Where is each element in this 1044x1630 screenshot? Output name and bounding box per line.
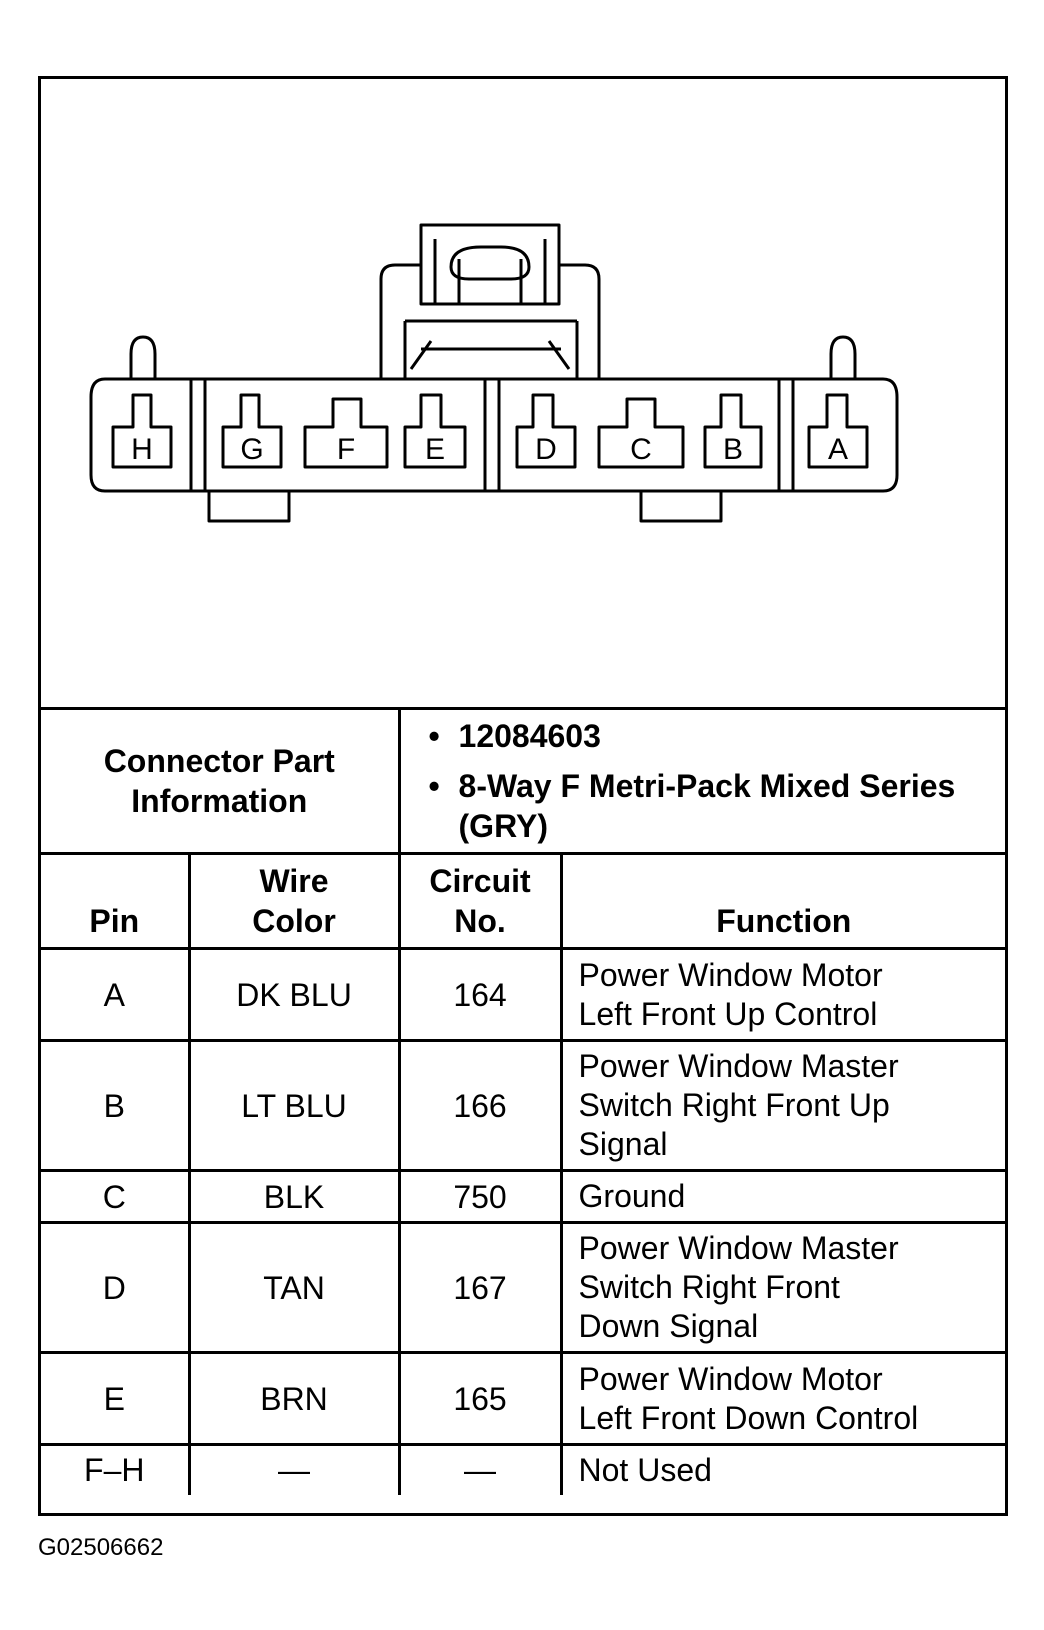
pin-cell: C	[41, 1169, 191, 1224]
function-line: Down Signal	[578, 1308, 759, 1344]
function-line: Switch Right Front	[578, 1269, 840, 1305]
part-info-label-line2: Information	[131, 783, 308, 819]
function-header: Function	[559, 852, 1006, 950]
function-line: Power Window Motor	[578, 1360, 883, 1397]
table-row: E BRN 165 Power Window Motor Left Front …	[41, 1351, 1006, 1446]
circuit-cell: —	[397, 1443, 563, 1495]
part-number: 12084603	[429, 716, 1006, 756]
pin-label-h: H	[131, 433, 153, 466]
wire-color-cell: TAN	[187, 1221, 401, 1354]
pin-label-a: A	[828, 433, 848, 466]
part-info-row: Connector Part Information 12084603 8-Wa…	[41, 710, 1006, 855]
table-row: F–H — — Not Used	[41, 1443, 1006, 1495]
circuit-header: Circuit No.	[397, 852, 563, 950]
function-line: Left Front Down Control	[578, 1399, 919, 1436]
pin-label-d: D	[535, 433, 557, 466]
pin-cell: D	[41, 1221, 191, 1354]
table-row: B LT BLU 166 Power Window Master Switch …	[41, 1039, 1006, 1172]
table-row: C BLK 750 Ground	[41, 1169, 1006, 1224]
function-line: Not Used	[578, 1451, 712, 1488]
part-info-label-line1: Connector Part	[103, 743, 335, 779]
circuit-header-line1: Circuit	[429, 863, 531, 899]
function-cell: Power Window Master Switch Right Front D…	[559, 1221, 1006, 1354]
pin-label-c: C	[630, 433, 652, 466]
pin-label-e: E	[425, 433, 445, 466]
wire-color-cell: DK BLU	[187, 947, 401, 1042]
function-line: Signal	[578, 1126, 668, 1162]
connector-pinout-table: Connector Part Information 12084603 8-Wa…	[41, 710, 1006, 1495]
function-cell: Power Window Master Switch Right Front U…	[559, 1039, 1006, 1172]
pin-header: Pin	[41, 852, 191, 950]
pin-cell: E	[41, 1351, 191, 1446]
wire-color-header: Wire Color	[187, 852, 401, 950]
circuit-cell: 166	[397, 1039, 563, 1172]
pin-cell: B	[41, 1039, 191, 1172]
wire-color-cell: BLK	[187, 1169, 401, 1224]
function-cell: Not Used	[559, 1443, 1006, 1495]
connector-description: 8-Way F Metri-Pack Mixed Series (GRY)	[429, 766, 1006, 846]
pin-label-f: F	[337, 433, 355, 466]
circuit-cell: 167	[397, 1221, 563, 1354]
function-line: Switch Right Front Up	[578, 1087, 890, 1123]
function-cell: Ground	[559, 1169, 1006, 1224]
connector-info-figure: H G F E D C B A Connector Part Informati…	[38, 76, 1008, 1516]
circuit-cell: 165	[397, 1351, 563, 1446]
wire-color-cell: LT BLU	[187, 1039, 401, 1172]
figure-id: G02506662	[38, 1534, 164, 1561]
table-row: A DK BLU 164 Power Window Motor Left Fro…	[41, 947, 1006, 1042]
table-header-row: Pin Wire Color Circuit No. Function	[41, 852, 1006, 950]
pin-cell: F–H	[41, 1443, 191, 1495]
pin-cell: A	[41, 947, 191, 1042]
wire-color-cell: BRN	[187, 1351, 401, 1446]
part-info-label: Connector Part Information	[41, 710, 401, 855]
circuit-header-line2: No.	[454, 903, 506, 939]
table-row: D TAN 167 Power Window Master Switch Rig…	[41, 1221, 1006, 1354]
function-line: Left Front Up Control	[578, 995, 878, 1032]
wire-color-header-line1: Wire	[259, 863, 329, 899]
pin-label-g: G	[240, 433, 263, 466]
function-line: Power Window Master	[578, 1230, 899, 1266]
wire-color-header-line2: Color	[252, 903, 336, 939]
connector-face-drawing: H G F E D C B A	[89, 223, 899, 523]
function-cell: Power Window Motor Left Front Up Control	[559, 947, 1006, 1042]
circuit-cell: 164	[397, 947, 563, 1042]
part-info-values: 12084603 8-Way F Metri-Pack Mixed Series…	[397, 710, 1006, 855]
function-line: Ground	[578, 1178, 686, 1214]
function-cell: Power Window Motor Left Front Down Contr…	[559, 1351, 1006, 1446]
connector-diagram: H G F E D C B A	[41, 79, 1005, 710]
function-line: Power Window Master	[578, 1048, 899, 1084]
circuit-cell: 750	[397, 1169, 563, 1224]
pin-label-b: B	[723, 433, 743, 466]
function-line: Power Window Motor	[578, 956, 883, 993]
wire-color-cell: —	[187, 1443, 401, 1495]
